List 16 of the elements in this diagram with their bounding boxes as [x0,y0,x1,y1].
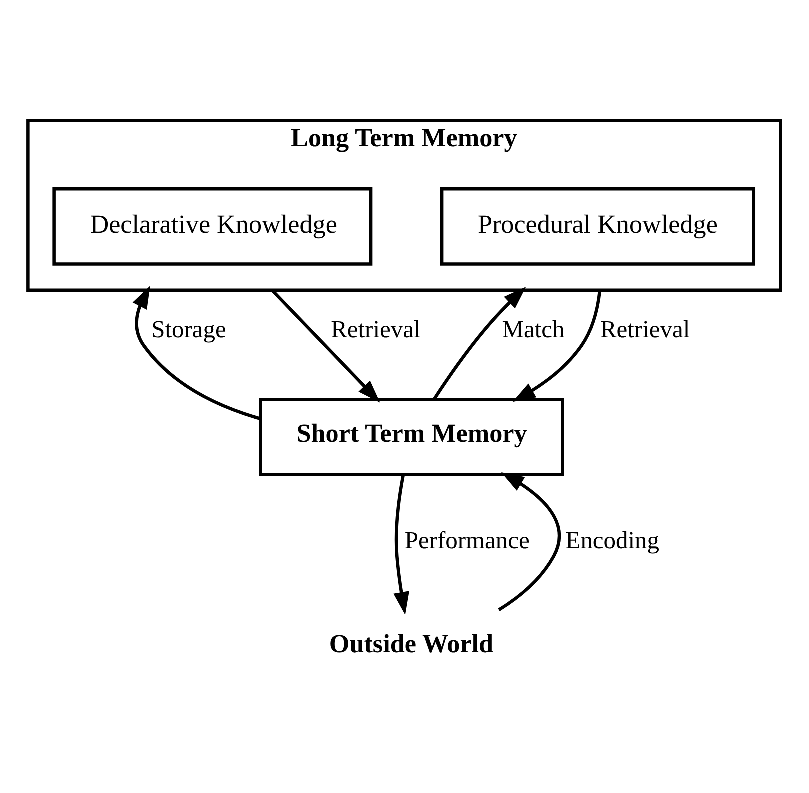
edge-label: Encoding [566,527,660,554]
edge-label: Storage [152,316,226,344]
edge-label: Match [502,316,565,344]
edge-label: Retrieval [331,316,421,344]
arrow [512,290,602,402]
arrow [498,472,562,612]
node-box: Short Term Memory [259,398,564,476]
node-text: Outside World [329,629,494,658]
edge-label: Retrieval [600,316,690,344]
node-box: Declarative Knowledge [52,188,373,266]
arrow [432,286,526,400]
arrow [132,286,261,420]
node-box: Procedural Knowledge [440,188,756,266]
arrow [394,474,410,616]
edge-label: Performance [404,527,530,554]
arrow [271,289,380,403]
